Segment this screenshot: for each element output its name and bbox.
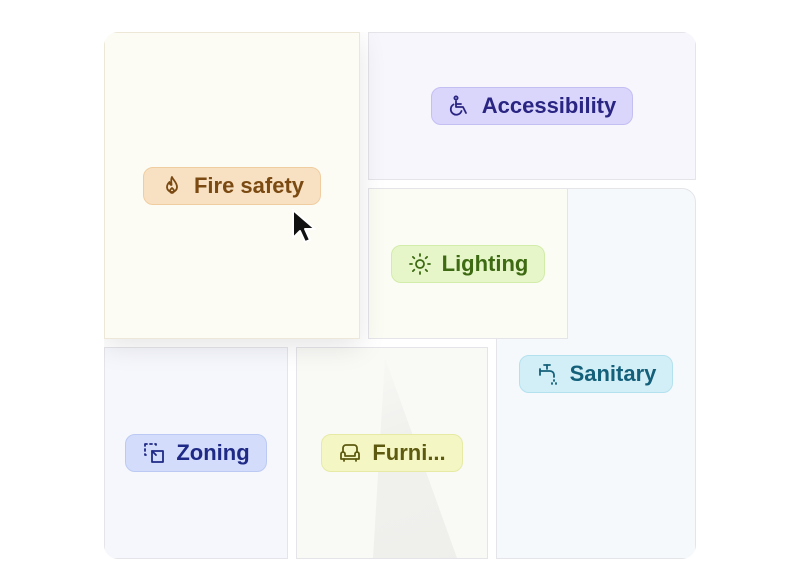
- sanitary-label: Sanitary: [569, 360, 657, 386]
- sun-icon: [408, 252, 431, 275]
- flame-icon: [166, 175, 178, 194]
- wheelchair-icon: [449, 95, 467, 116]
- tile-fire-safety[interactable]: Fire safety: [104, 32, 360, 339]
- zoning-label: Zoning: [176, 440, 250, 465]
- category-board: Accessibility Sanitary Lighting: [104, 32, 696, 559]
- sofa-icon: [340, 444, 361, 462]
- tile-zoning[interactable]: Zoning: [104, 347, 288, 559]
- fire-safety-label: Fire safety: [193, 172, 305, 198]
- lighting-chip[interactable]: Lighting: [390, 244, 546, 283]
- furniture-label: Furni...: [372, 440, 446, 465]
- lighting-label: Lighting: [441, 250, 529, 276]
- zoning-chip[interactable]: Zoning: [125, 434, 267, 472]
- faucet-icon: [538, 363, 557, 385]
- tile-accessibility[interactable]: Accessibility: [368, 32, 696, 180]
- tile-lighting[interactable]: Lighting: [368, 188, 568, 339]
- furniture-chip[interactable]: Furni...: [321, 434, 463, 472]
- accessibility-label: Accessibility: [481, 93, 617, 118]
- accessibility-chip[interactable]: Accessibility: [430, 87, 634, 125]
- fire-safety-chip[interactable]: Fire safety: [142, 166, 322, 205]
- sanitary-chip[interactable]: Sanitary: [518, 354, 674, 393]
- mouse-pointer-icon: [292, 209, 316, 243]
- tile-furniture[interactable]: Furni...: [296, 347, 488, 559]
- zoning-icon: [144, 443, 165, 463]
